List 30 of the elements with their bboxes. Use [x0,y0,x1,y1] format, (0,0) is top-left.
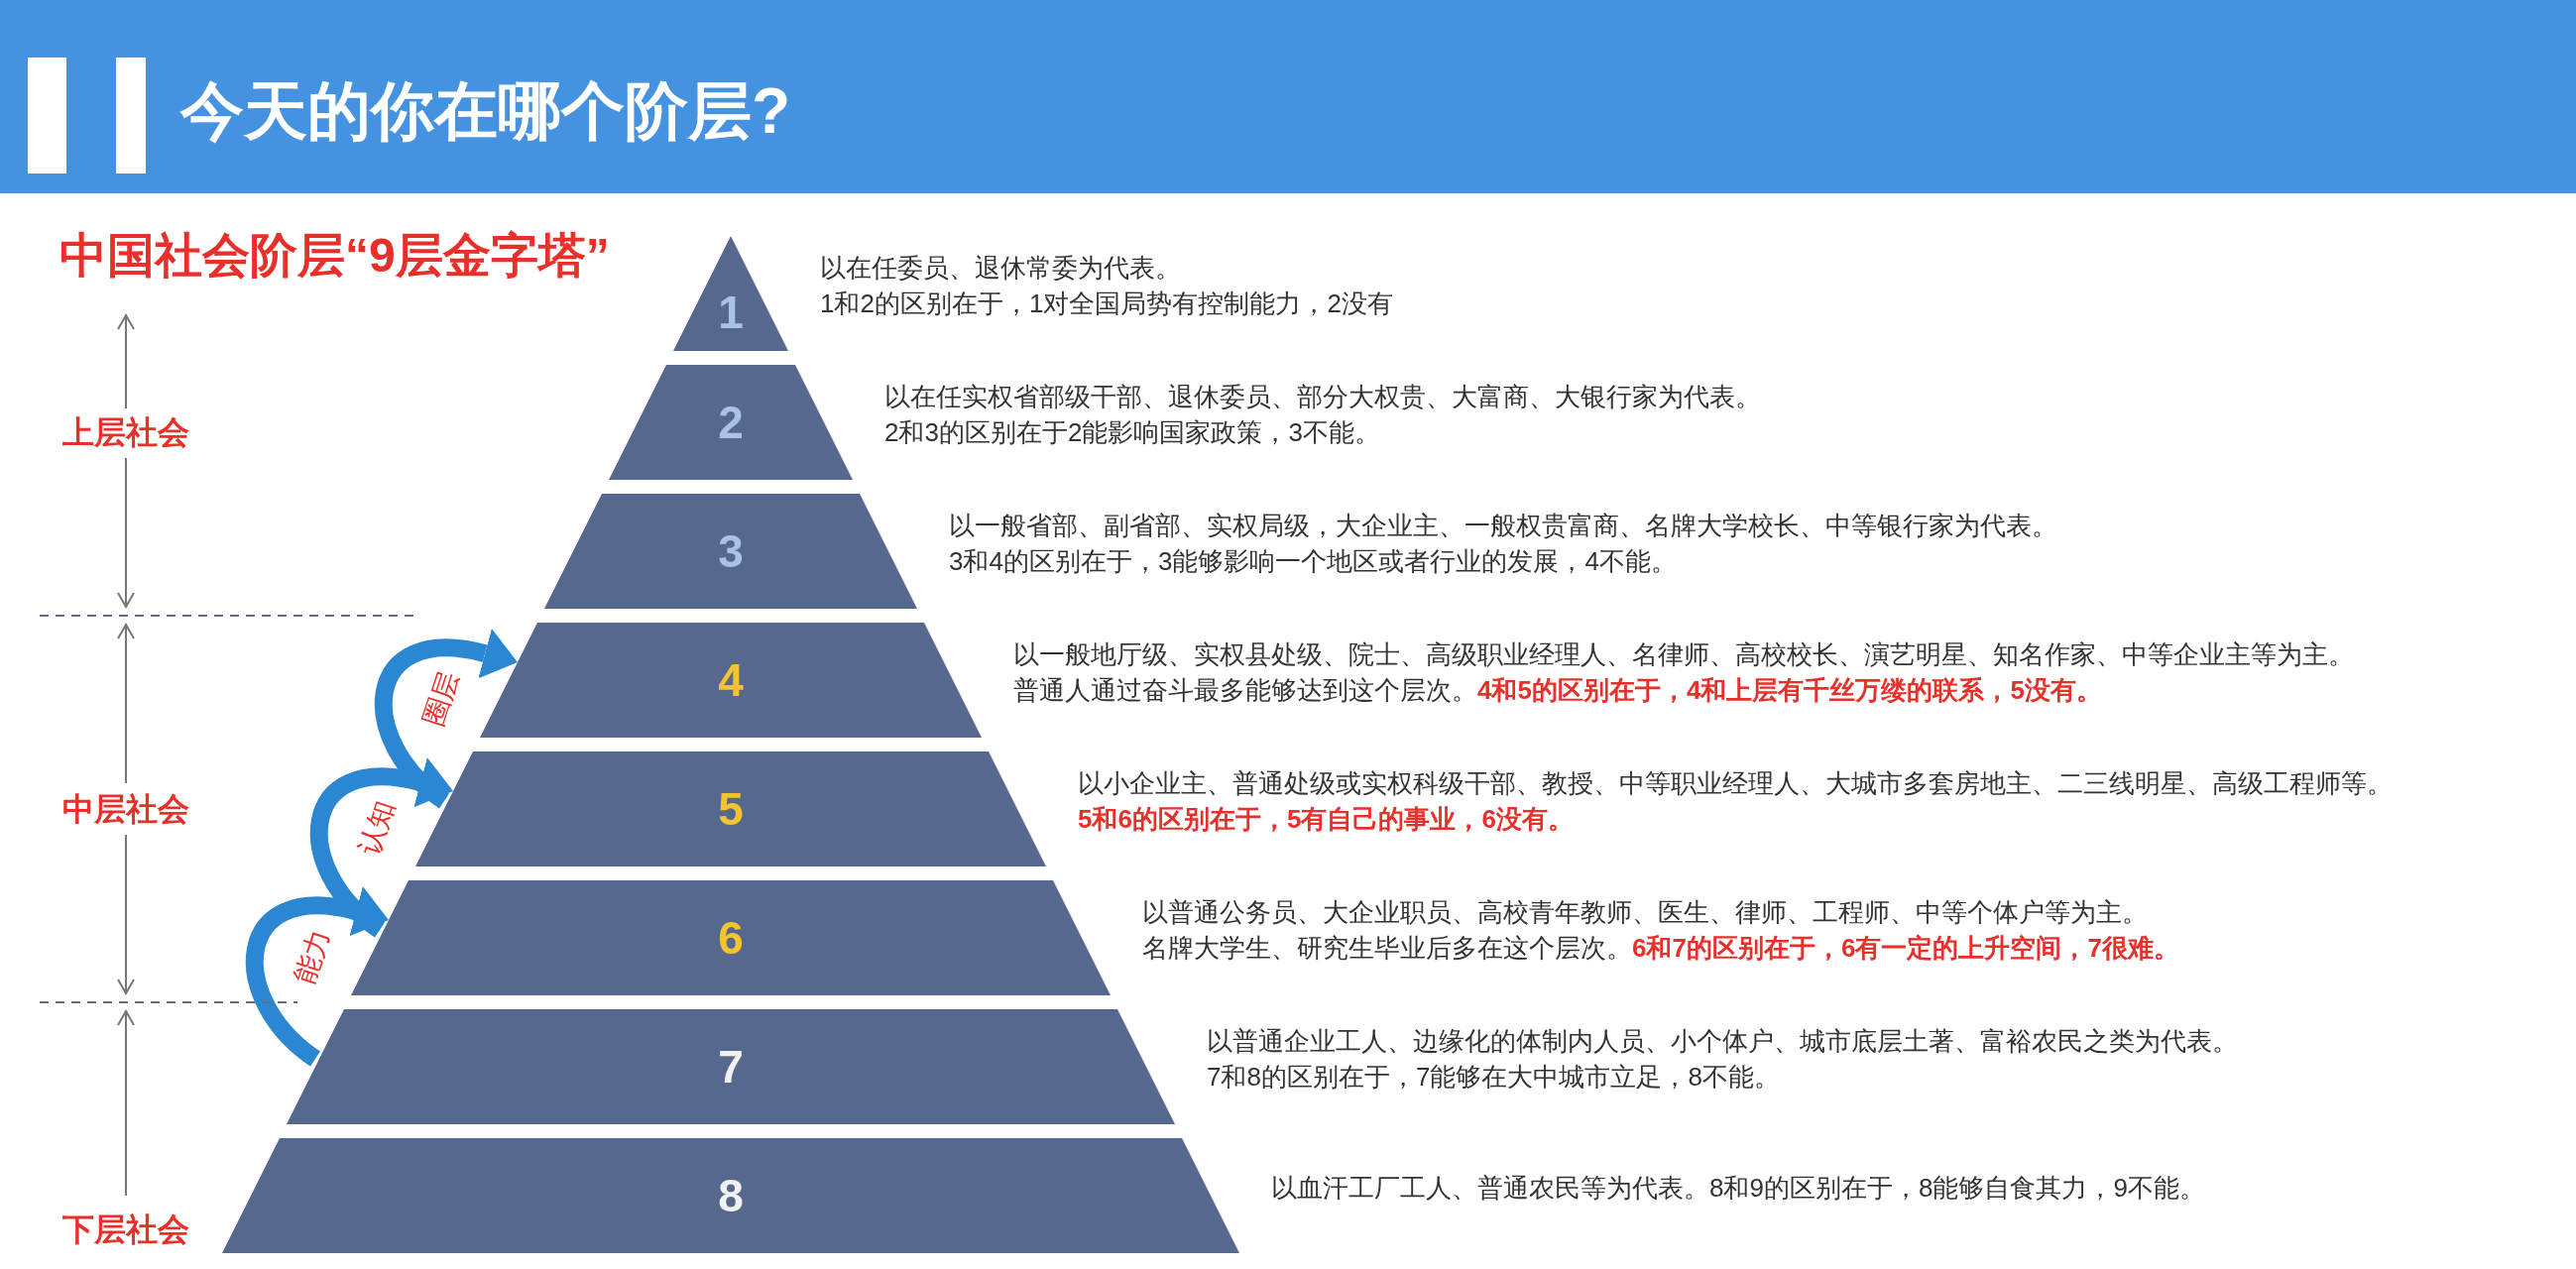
layer-number: 4 [718,655,744,705]
layer-description: 1和2的区别在于，1对全国局势有控制能力，2没有 [820,288,1393,320]
layer-description: 名牌大学生、研究生毕业后多在这个层次。6和7的区别在于，6有一定的上升空间，7很难。 [1142,932,2179,965]
layer-description: 以一般地厅级、实权县处级、院士、高级职业经理人、名律师、高校校长、演艺明星、知名作家、中等企业主等为主。 [1013,638,2354,671]
layer-description: 5和6的区别在于，5有自己的事业，6没有。 [1078,803,1574,836]
layer-number: 2 [718,398,744,447]
layer-description: 7和8的区别在于，7能够在大中城市立足，8不能。 [1207,1061,1780,1094]
curved-arrow [375,628,519,809]
layer-number: 8 [718,1171,744,1220]
layer-description: 普通人通过奋斗最多能够达到这个层次。4和5的区别在于，4和上层有千丝万缕的联系，5没有。 [1013,674,2102,707]
layer-number: 3 [718,526,744,576]
layer-description: 3和4的区别在于，3能够影响一个地区或者行业的发展，4不能。 [949,545,1677,578]
layer-description: 2和3的区别在于2能影响国家政策，3不能。 [884,416,1380,449]
layer-number: 5 [718,784,744,834]
tier-label: 下层社会 [62,1211,189,1248]
tier-label: 上层社会 [62,413,189,451]
layer-number: 6 [718,913,744,963]
layer-description: 以普通企业工人、边缘化的体制内人员、小个体户、城市底层土著、富裕农民之类为代表。 [1207,1025,2238,1058]
tier-label: 中层社会 [62,790,189,828]
layer-number: 7 [718,1042,744,1092]
layer-description: 以血汗工厂工人、普通农民等为代表。8和9的区别在于，8能够自食其力，9不能。 [1271,1172,2205,1205]
curved-arrow [310,756,454,938]
layer-description: 以小企业主、普通处级或实权科级干部、教授、中等职业经理人、大城市多套房地主、二三线明星、高级工程师等。 [1078,767,2393,800]
layer-description: 以普通公务员、大企业职员、高校青年教师、医生、律师、工程师、中等个体户等为主。 [1142,896,2148,929]
layer-description: 以在任实权省部级干部、退休委员、部分大权贵、大富商、大银行家为代表。 [884,381,1761,413]
page-title: 今天的你在哪个阶层? [180,75,791,147]
layer-number: 1 [718,288,744,337]
diagram-heading: 中国社会阶层“9层金字塔” [59,228,610,284]
layer-description: 以一般省部、副省部、实权局级，大企业主、一般权贵富商、名牌大学校长、中等银行家为代表。 [949,510,2057,542]
layer-description: 以在任委员、退休常委为代表。 [820,252,1181,285]
